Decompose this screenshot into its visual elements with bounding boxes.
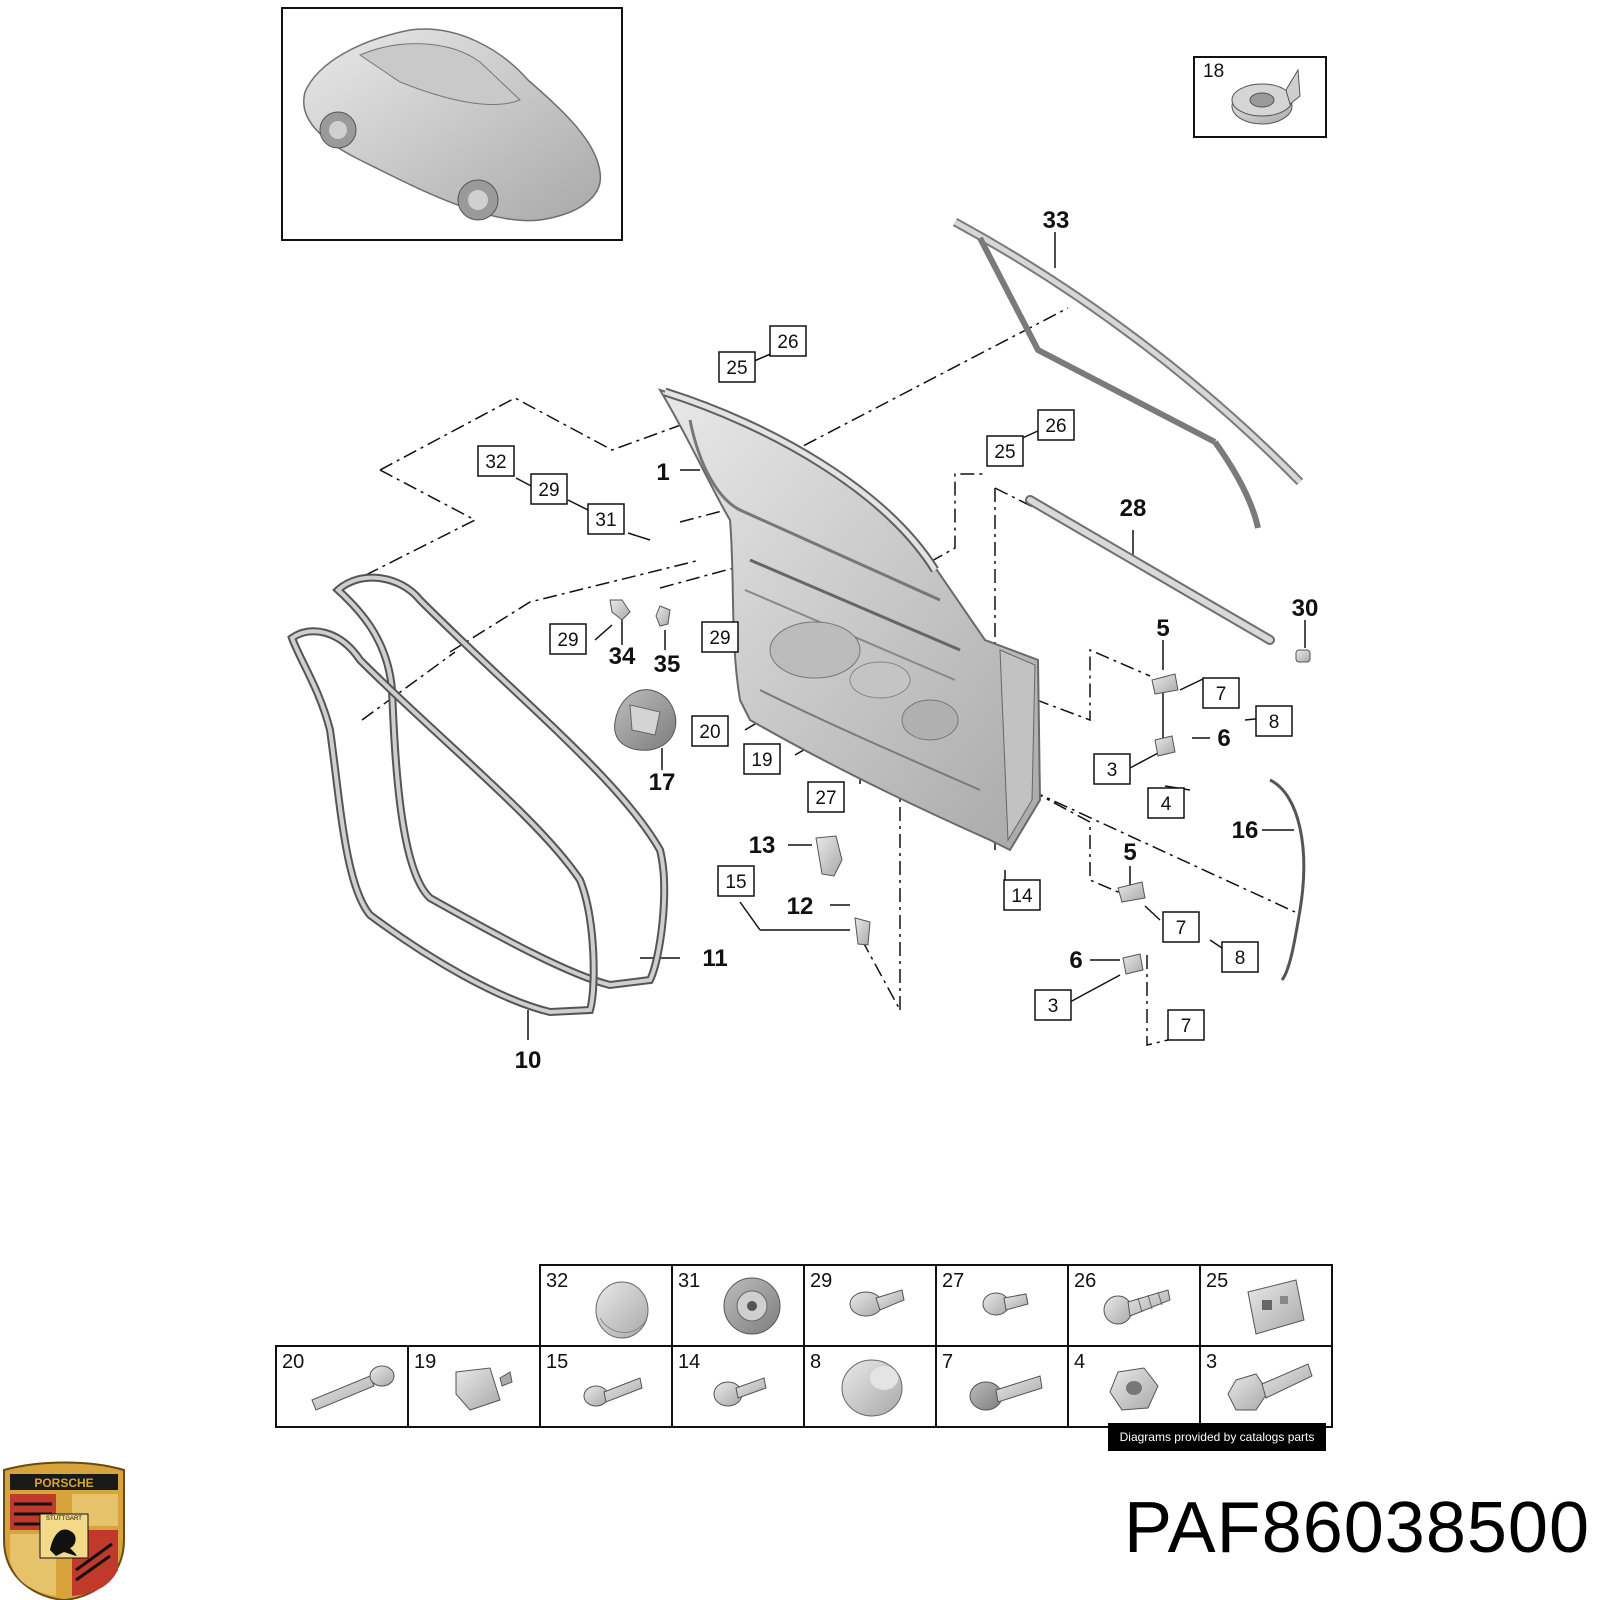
cell-label-20: 20 <box>282 1351 304 1373</box>
diagram-credit: Diagrams provided by catalogs parts <box>1108 1423 1326 1451</box>
cap-plug-icon <box>595 1281 649 1339</box>
bolt-29-icon <box>849 1289 905 1317</box>
hinge-upper <box>1151 673 1179 757</box>
cell-label-29: 29 <box>810 1270 832 1292</box>
porsche-crest: PORSCHE STUTTGART <box>3 1461 125 1600</box>
callout-26b: 26 <box>1045 416 1066 437</box>
callout-29b: 29 <box>557 630 578 651</box>
clip-34 <box>609 599 631 621</box>
end-cap <box>1295 649 1311 663</box>
door-seal-outer <box>332 573 669 990</box>
callout-1: 1 <box>656 459 669 486</box>
callout-35: 35 <box>654 651 681 678</box>
callout-29c: 29 <box>709 628 730 649</box>
callout-8a: 8 <box>1269 712 1280 733</box>
callout-31: 31 <box>595 510 616 531</box>
callout-5a: 5 <box>1156 615 1169 642</box>
cell-label-32: 32 <box>546 1270 568 1292</box>
cell-label-19: 19 <box>414 1351 436 1373</box>
tape-roll-icon <box>1231 68 1301 125</box>
bolt-27-icon <box>982 1292 1029 1316</box>
hinge-lower <box>1117 881 1146 975</box>
cell-label-8: 8 <box>810 1351 821 1373</box>
svg-text:PORSCHE: PORSCHE <box>34 1476 93 1490</box>
belt-molding <box>1025 495 1311 663</box>
cover-cap-17 <box>614 689 677 751</box>
cell-label-31: 31 <box>678 1270 700 1292</box>
cell-label-15: 15 <box>546 1351 568 1373</box>
cell-label-7: 7 <box>942 1351 953 1373</box>
bolt-14-icon <box>713 1377 767 1407</box>
cell-label-25: 25 <box>1206 1270 1228 1292</box>
callout-11: 11 <box>702 945 727 972</box>
callout-26a: 26 <box>777 332 798 353</box>
window-frame-seal <box>952 218 1304 529</box>
callouts: 1 33 28 30 5 6 5 6 16 13 12 34 35 17 11 … <box>515 207 1319 1074</box>
parts-table: 32 31 29 27 26 25 20 19 15 14 8 7 4 3 <box>275 1264 1333 1428</box>
cell-label-27: 27 <box>942 1270 964 1292</box>
callout-5b: 5 <box>1123 839 1136 866</box>
bracket-12 <box>854 917 871 946</box>
part-number: PAF86038500 <box>1123 1488 1590 1568</box>
callout-25a: 25 <box>726 358 747 379</box>
callout-19: 19 <box>751 750 772 771</box>
bolt-3-icon <box>1227 1363 1313 1411</box>
callout-16: 16 <box>1232 817 1259 844</box>
clip-35 <box>655 605 671 627</box>
callout-30: 30 <box>1292 595 1319 622</box>
callout-6b: 6 <box>1069 947 1082 974</box>
lock-cylinder-13 <box>815 835 843 877</box>
door-check-strap-16 <box>1269 778 1306 981</box>
boxed-callouts: 18 26 25 26 25 32 29 31 29 29 20 19 27 7… <box>477 61 1293 1041</box>
cell-label-4: 4 <box>1074 1351 1085 1373</box>
bolt-7-icon <box>969 1375 1043 1411</box>
callout-3b: 3 <box>1048 996 1059 1017</box>
callout-6a: 6 <box>1217 725 1230 752</box>
callout-7c: 7 <box>1181 1016 1192 1037</box>
door-shell <box>657 387 1042 852</box>
cell-label-14: 14 <box>678 1351 700 1373</box>
callout-29a: 29 <box>538 480 559 501</box>
cell-label-26: 26 <box>1074 1270 1096 1292</box>
parts-table-row2 <box>275 1345 1333 1428</box>
callout-33: 33 <box>1043 207 1070 234</box>
callout-20: 20 <box>699 722 720 743</box>
callout-14: 14 <box>1011 886 1033 907</box>
bolt-15-icon <box>583 1377 643 1407</box>
callout-7b: 7 <box>1176 918 1187 939</box>
callout-3a: 3 <box>1107 760 1118 781</box>
callout-25b: 25 <box>994 442 1015 463</box>
callout-12: 12 <box>787 893 814 920</box>
callout-17: 17 <box>649 769 676 796</box>
nut-19-icon <box>455 1367 513 1411</box>
callout-7a: 7 <box>1216 684 1227 705</box>
callout-13: 13 <box>749 832 776 859</box>
callout-10: 10 <box>515 1047 542 1074</box>
screw-26-icon <box>1103 1289 1171 1325</box>
bolt-20-icon <box>311 1365 395 1411</box>
car-thumbnail-icon <box>303 28 602 222</box>
callout-15: 15 <box>725 872 746 893</box>
callout-34: 34 <box>609 643 636 670</box>
clip-nut-25-icon <box>1247 1279 1305 1335</box>
callout-8b: 8 <box>1235 948 1246 969</box>
grommet-icon <box>723 1277 781 1335</box>
part-18-inset <box>1193 56 1327 138</box>
callout-28: 28 <box>1120 495 1147 522</box>
nut-4-icon <box>1109 1367 1159 1411</box>
svg-text:STUTTGART: STUTTGART <box>46 1516 82 1522</box>
cell-label-3: 3 <box>1206 1351 1217 1373</box>
callout-18: 18 <box>1203 61 1224 82</box>
callout-27: 27 <box>815 788 836 809</box>
callout-32: 32 <box>485 452 506 473</box>
door-seal-inner <box>287 627 598 1017</box>
callout-4: 4 <box>1161 794 1172 815</box>
vehicle-thumbnail <box>281 7 623 241</box>
cap-8-icon <box>841 1359 903 1417</box>
